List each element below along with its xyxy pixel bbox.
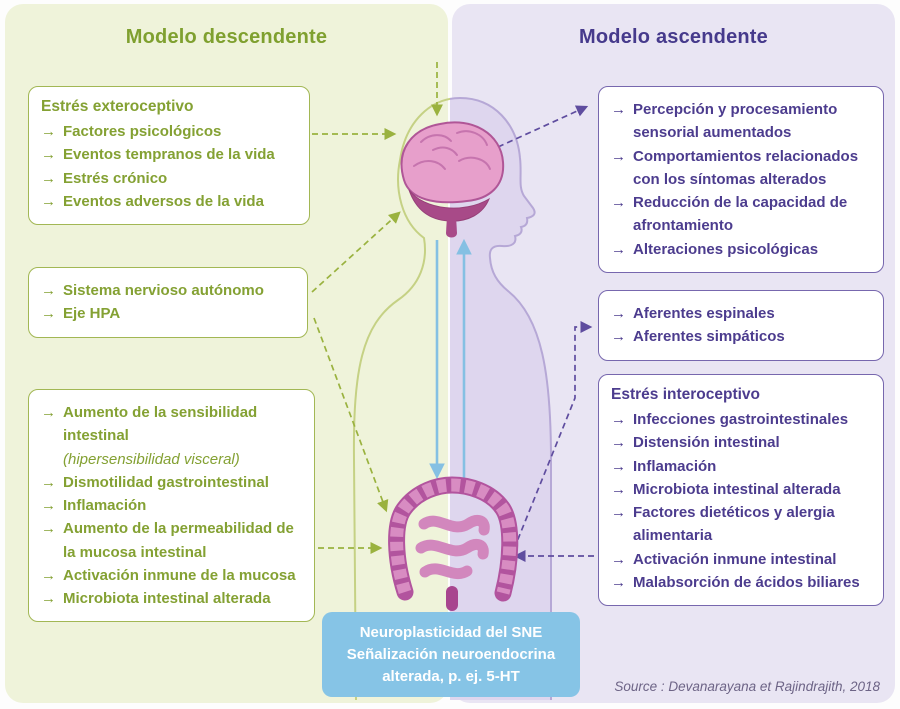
- arrow-icon: →: [41, 282, 56, 299]
- list-item: → Alteraciones psicológicas: [611, 238, 871, 261]
- list-item: → Factores psicológicos: [41, 120, 297, 143]
- arrow-icon: →: [611, 550, 626, 568]
- brain-gut-arrows: [429, 238, 472, 480]
- arrow-icon: →: [41, 404, 56, 421]
- list-item-text: Eventos tempranos de la vida: [63, 146, 275, 164]
- list-item: → Dismotilidad gastrointestinal: [41, 471, 302, 494]
- list-item: → Percepción y procesamiento sensorial au…: [611, 98, 871, 145]
- interoceptive-stress-box: Estrés interoceptivo → Infecciones gastro…: [598, 374, 884, 606]
- perception-effects-box: → Percepción y procesamiento sensorial au…: [598, 86, 884, 273]
- list-item: → Distensión intestinal: [611, 431, 871, 454]
- gut-effects-box: → Aumento de la sensibilidad intestinal (h…: [28, 389, 315, 623]
- list-item: → Eventos adversos de la vida: [41, 190, 297, 213]
- autonomic-nervous-system-box: → Sistema nervioso autónomo → Eje HPA: [28, 267, 308, 338]
- arrow-icon: →: [41, 169, 56, 187]
- neuro-line: Neuroplasticidad del SNE: [359, 624, 543, 641]
- list-item-text: Aferentes simpáticos: [633, 328, 785, 346]
- list-item: → Microbiota intestinal alterada: [41, 587, 302, 610]
- list-item-text: Percepción y procesamiento sensorial aum…: [633, 101, 838, 142]
- arrow-icon: →: [41, 566, 56, 584]
- list-item-text: Factores psicológicos: [63, 123, 222, 140]
- arrow-icon: →: [41, 590, 56, 607]
- list-item-text: Comportamientos relacionados con los sín…: [633, 147, 859, 188]
- list-item-text: Activación inmune intestinal: [633, 550, 837, 568]
- box-heading: Estrés interoceptivo: [611, 386, 761, 403]
- list-item-text: Malabsorción de ácidos biliares: [633, 573, 860, 591]
- list-item: → Infecciones gastrointestinales: [611, 408, 871, 431]
- list-item: → Sistema nervioso autónomo: [41, 279, 295, 302]
- arrow-icon: →: [611, 101, 626, 118]
- arrow-icon: →: [41, 520, 56, 538]
- arrow-icon: →: [611, 504, 626, 521]
- neuro-line: Señalización neuroendocrina: [346, 645, 556, 663]
- list-item: → Activación inmune intestinal: [611, 548, 871, 571]
- arrow-icon: →: [611, 305, 626, 322]
- source-citation: Source : Devanarayana et Rajindrajith, 2…: [614, 679, 880, 694]
- list-item-text: Aumento de la sensibilidad intestinal (hi…: [63, 401, 302, 471]
- list-item-text: Aferentes espinales: [633, 305, 775, 322]
- arrow-icon: →: [611, 573, 626, 591]
- list-item-text: Microbiota intestinal alterada: [63, 590, 271, 607]
- list-item-main: Aumento de la sensibilidad intestinal: [63, 404, 258, 445]
- list-item-text: Activación inmune de la mucosa: [63, 566, 296, 584]
- list-item: → Inflamación: [41, 494, 302, 517]
- box-heading: Estrés exteroceptivo: [41, 98, 194, 115]
- arrow-icon: →: [611, 147, 626, 165]
- arrow-icon: →: [611, 328, 626, 346]
- arrow-icon: →: [611, 411, 626, 428]
- ascending-model-title: Modelo ascendente: [579, 26, 768, 48]
- list-item-text: Factores dietéticos y alergia alimentari…: [633, 504, 835, 545]
- list-item-text: Inflamación: [63, 497, 147, 514]
- list-item-text: Microbiota intestinal alterada: [633, 480, 841, 498]
- list-item-text: Infecciones gastrointestinales: [633, 411, 849, 428]
- neuro-line: alterada, p. ej. 5-HT: [382, 667, 520, 685]
- list-item: → Factores dietéticos y alergia alimentar…: [611, 501, 871, 548]
- list-item-text: Distensión intestinal: [633, 434, 780, 452]
- list-item: → Comportamientos relacionados con los sí…: [611, 145, 871, 192]
- purple-connector-lines: [497, 105, 594, 562]
- list-item: → Microbiota intestinal alterada: [611, 478, 871, 501]
- list-item: → Eje HPA: [41, 302, 295, 325]
- neuroplasticity-box: Neuroplasticidad del SNE Señalización ne…: [322, 612, 580, 698]
- list-item: → Aferentes simpáticos: [611, 325, 871, 348]
- list-item-text: Estrés crónico: [63, 169, 168, 187]
- list-item-text: Eje HPA: [63, 305, 121, 323]
- list-item: → Aferentes espinales: [611, 302, 871, 325]
- list-item: → Malabsorción de ácidos biliares: [611, 571, 871, 594]
- list-item-text: Dismotilidad gastrointestinal: [63, 473, 269, 491]
- list-item-text: Aumento de la permeabilidad de la mucosa…: [63, 520, 294, 561]
- arrow-icon: →: [41, 146, 56, 164]
- arrow-icon: →: [41, 305, 56, 323]
- arrow-icon: →: [41, 123, 56, 140]
- list-item: → Activación inmune de la mucosa: [41, 564, 302, 587]
- arrow-icon: →: [611, 480, 626, 498]
- list-item-text: Inflamación: [633, 457, 717, 475]
- list-item: → Reducción de la capacidad de afrontamie…: [611, 191, 871, 238]
- arrow-icon: →: [41, 473, 56, 491]
- list-item: → Aumento de la sensibilidad intestinal (h…: [41, 401, 302, 471]
- arrow-icon: →: [41, 497, 56, 514]
- arrow-icon: →: [611, 194, 626, 211]
- arrow-icon: →: [41, 192, 56, 210]
- afferents-box: → Aferentes espinales → Aferentes simpátic…: [598, 290, 884, 361]
- list-item-text: Eventos adversos de la vida: [63, 192, 264, 210]
- list-item: → Aumento de la permeabilidad de la mucos…: [41, 517, 302, 564]
- arrow-icon: →: [611, 457, 626, 475]
- list-item-note: (hipersensibilidad visceral): [63, 450, 240, 468]
- list-item-text: Alteraciones psicológicas: [633, 240, 819, 258]
- list-item: → Eventos tempranos de la vida: [41, 143, 297, 166]
- list-item: → Estrés crónico: [41, 167, 297, 190]
- brain-illustration: [400, 121, 505, 238]
- green-connector-lines: [311, 62, 443, 554]
- descending-model-title: Modelo descendente: [125, 26, 328, 48]
- list-item-text: Sistema nervioso autónomo: [63, 282, 264, 299]
- arrow-icon: →: [611, 434, 626, 452]
- list-item: → Inflamación: [611, 455, 871, 478]
- intestine-illustration: [388, 476, 519, 611]
- list-item-text: Reducción de la capacidad de afrontamien…: [633, 194, 848, 235]
- arrow-icon: →: [611, 240, 626, 258]
- exteroceptive-stress-box: Estrés exteroceptivo → Factores psicológi…: [28, 86, 310, 225]
